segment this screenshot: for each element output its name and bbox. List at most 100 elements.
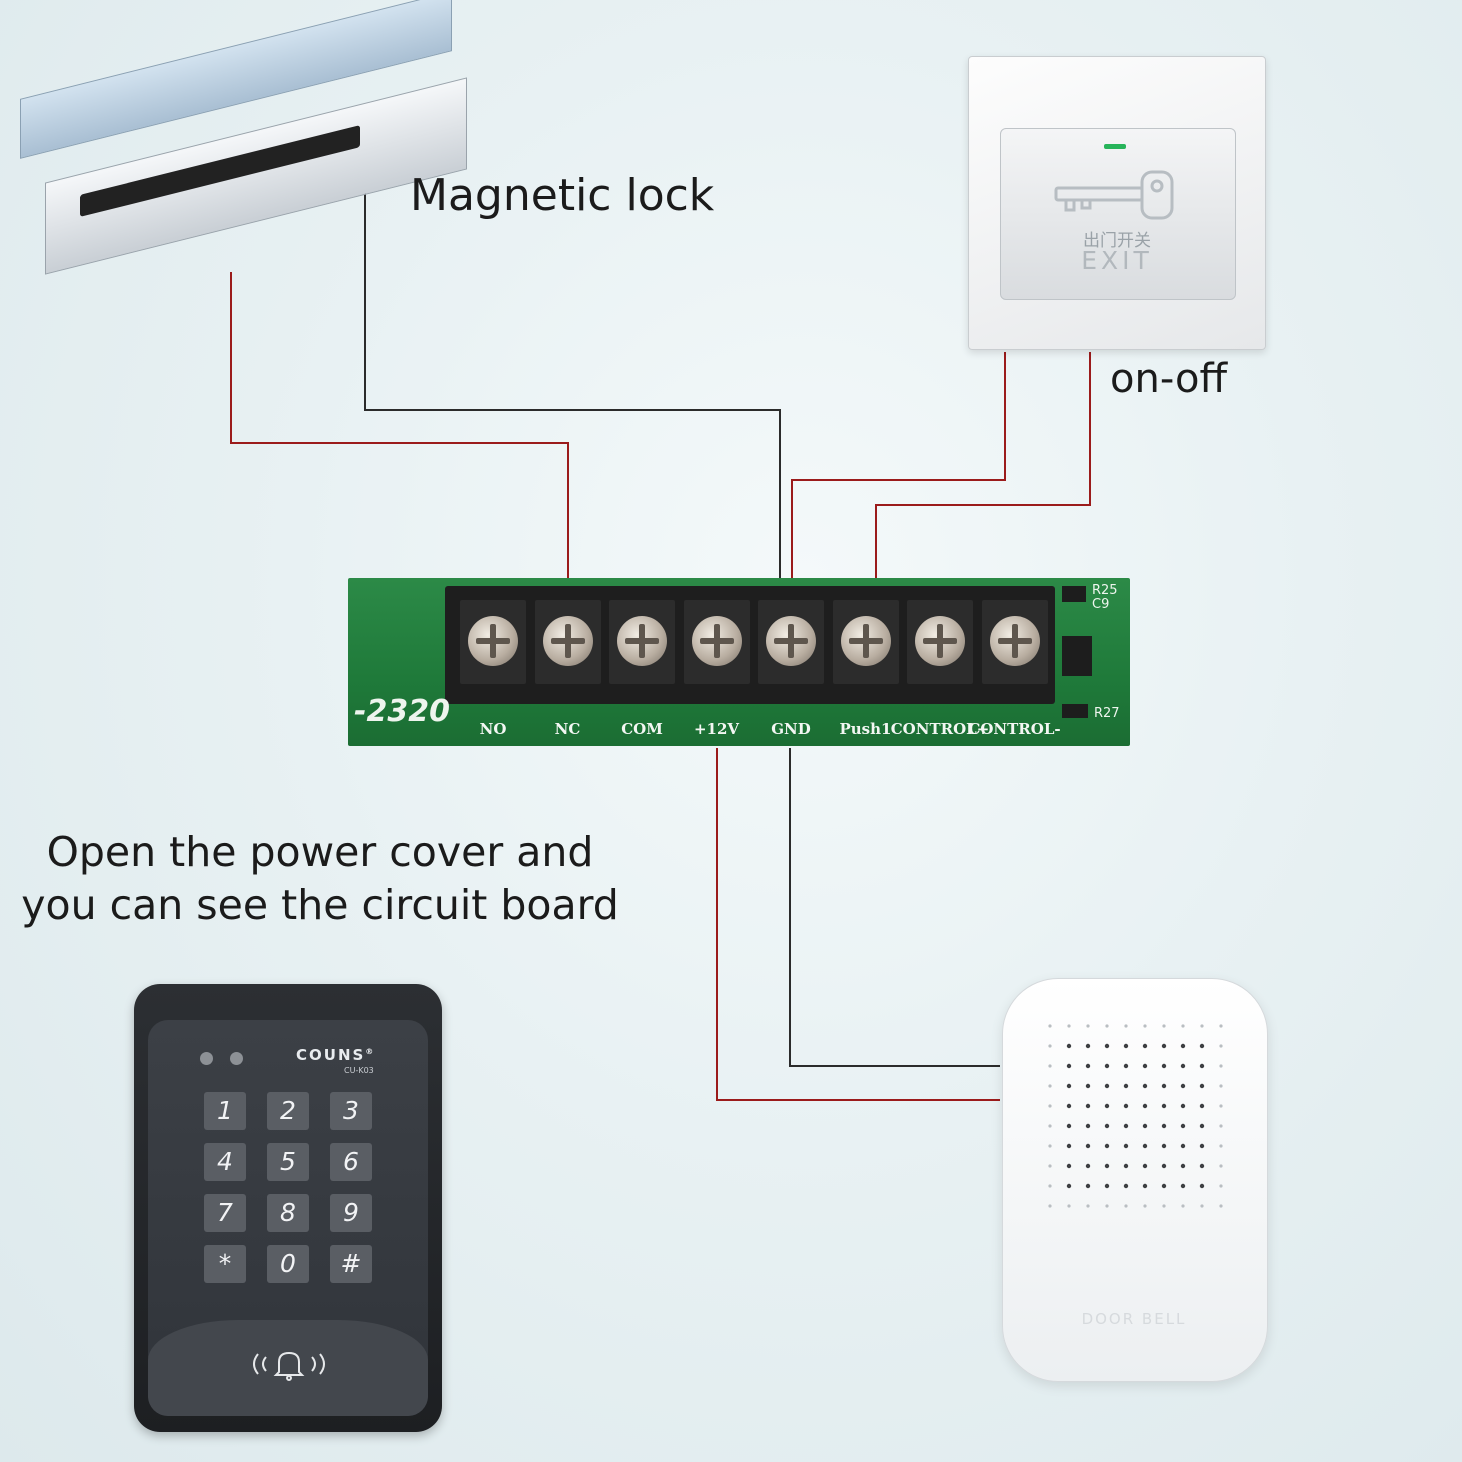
- grille-dot: [1066, 1183, 1072, 1189]
- grille-dot: [1066, 1163, 1072, 1169]
- screw-icon: [468, 616, 518, 666]
- grille-dot: [1123, 1043, 1129, 1049]
- exit-switch-en-text: EXIT: [1081, 246, 1153, 275]
- doorbell-speaker-grille: [1048, 1024, 1223, 1208]
- grille-dot: [1066, 1063, 1072, 1069]
- grille-dot: [1199, 1163, 1205, 1169]
- grille-dot: [1085, 1183, 1091, 1189]
- grille-dot: [1048, 1024, 1052, 1028]
- grille-dot: [1142, 1143, 1148, 1149]
- grille-dot: [1161, 1163, 1167, 1169]
- terminal-screw: [609, 600, 675, 684]
- terminal-label: NO: [479, 720, 507, 738]
- keypad-model: CU-K03: [344, 1066, 374, 1075]
- keypad-key[interactable]: 3: [330, 1092, 372, 1130]
- smd-component: [1062, 586, 1086, 602]
- grille-dot: [1161, 1043, 1167, 1049]
- grille-dot: [1180, 1083, 1186, 1089]
- grille-dot: [1143, 1204, 1147, 1208]
- grille-dot: [1142, 1163, 1148, 1169]
- grille-dot: [1123, 1143, 1129, 1149]
- terminal-label: GND: [771, 720, 811, 738]
- keypad-led: [230, 1052, 243, 1065]
- grille-dot: [1180, 1063, 1186, 1069]
- grille-dot: [1085, 1143, 1091, 1149]
- grille-dot: [1048, 1124, 1052, 1128]
- smd-component: [1062, 704, 1088, 718]
- grille-dot: [1066, 1143, 1072, 1149]
- exit-switch-cn-text: 出门开关: [1083, 231, 1151, 251]
- grille-dot: [1104, 1163, 1110, 1169]
- doorbell-label: DOOR BELL: [1081, 1310, 1187, 1328]
- keypad-key[interactable]: 6: [330, 1143, 372, 1181]
- grille-dot: [1200, 1024, 1204, 1028]
- grille-dot: [1123, 1063, 1129, 1069]
- keypad-key[interactable]: 5: [267, 1143, 309, 1181]
- screw-icon: [840, 616, 891, 666]
- grille-dot: [1105, 1024, 1109, 1028]
- keypad-card-reader-area: [148, 1320, 428, 1416]
- terminal-label: +12V: [693, 720, 740, 738]
- grille-dot: [1199, 1123, 1205, 1129]
- grille-dot: [1180, 1143, 1186, 1149]
- screw-icon: [989, 616, 1040, 666]
- grille-dot: [1142, 1063, 1148, 1069]
- grille-dot: [1048, 1044, 1052, 1048]
- grille-dot: [1048, 1184, 1052, 1188]
- keypad-key[interactable]: *: [204, 1245, 246, 1283]
- grille-dot: [1219, 1204, 1223, 1208]
- grille-dot: [1085, 1123, 1091, 1129]
- grille-dot: [1200, 1204, 1204, 1208]
- keypad-key[interactable]: 2: [267, 1092, 309, 1130]
- component-r27: R27: [1094, 706, 1120, 721]
- grille-dot: [1123, 1123, 1129, 1129]
- grille-dot: [1161, 1063, 1167, 1069]
- grille-dot: [1104, 1083, 1110, 1089]
- grille-dot: [1161, 1183, 1167, 1189]
- on-off-label: on-off: [1110, 356, 1228, 402]
- grille-dot: [1181, 1024, 1185, 1028]
- terminal-screw: [534, 600, 601, 684]
- grille-dot: [1180, 1043, 1186, 1049]
- grille-dot: [1048, 1084, 1052, 1088]
- terminal-label: CONTROL-: [968, 720, 1061, 738]
- wire-gnd-to-doorbell: [789, 748, 1000, 1067]
- grille-dot: [1161, 1123, 1167, 1129]
- smd-component: [1062, 636, 1092, 676]
- grille-dot: [1104, 1063, 1110, 1069]
- grille-dot: [1086, 1024, 1090, 1028]
- keypad-key[interactable]: 0: [267, 1245, 309, 1283]
- terminal-label: NC: [554, 720, 581, 738]
- wire-12v-to-doorbell: [716, 748, 1000, 1101]
- terminal-screw: [460, 600, 526, 684]
- keypad-led: [200, 1052, 213, 1065]
- keypad-key[interactable]: 8: [267, 1194, 309, 1232]
- grille-dot: [1142, 1183, 1148, 1189]
- keypad-key[interactable]: 1: [204, 1092, 246, 1130]
- keypad-key[interactable]: 7: [204, 1194, 246, 1232]
- note-line-2: you can see the circuit board: [21, 881, 619, 929]
- keypad-key[interactable]: #: [330, 1245, 372, 1283]
- keypad-key[interactable]: 4: [204, 1143, 246, 1181]
- grille-dot: [1142, 1103, 1148, 1109]
- grille-dot: [1219, 1164, 1223, 1168]
- grille-dot: [1180, 1103, 1186, 1109]
- screw-icon: [915, 616, 965, 666]
- grille-dot: [1142, 1123, 1148, 1129]
- grille-dot: [1219, 1084, 1223, 1088]
- grille-dot: [1048, 1144, 1052, 1148]
- grille-dot: [1104, 1183, 1110, 1189]
- grille-dot: [1123, 1183, 1129, 1189]
- grille-dot: [1199, 1043, 1205, 1049]
- keypad-key[interactable]: 9: [330, 1194, 372, 1232]
- grille-dot: [1085, 1063, 1091, 1069]
- grille-dot: [1048, 1064, 1052, 1068]
- exit-switch-led: [1104, 144, 1126, 149]
- grille-dot: [1199, 1063, 1205, 1069]
- grille-dot: [1180, 1163, 1186, 1169]
- grille-dot: [1123, 1083, 1129, 1089]
- grille-dot: [1104, 1103, 1110, 1109]
- grille-dot: [1219, 1044, 1223, 1048]
- pcb-code: -2320: [354, 694, 450, 729]
- wire-switch-to-push1: [875, 352, 1091, 582]
